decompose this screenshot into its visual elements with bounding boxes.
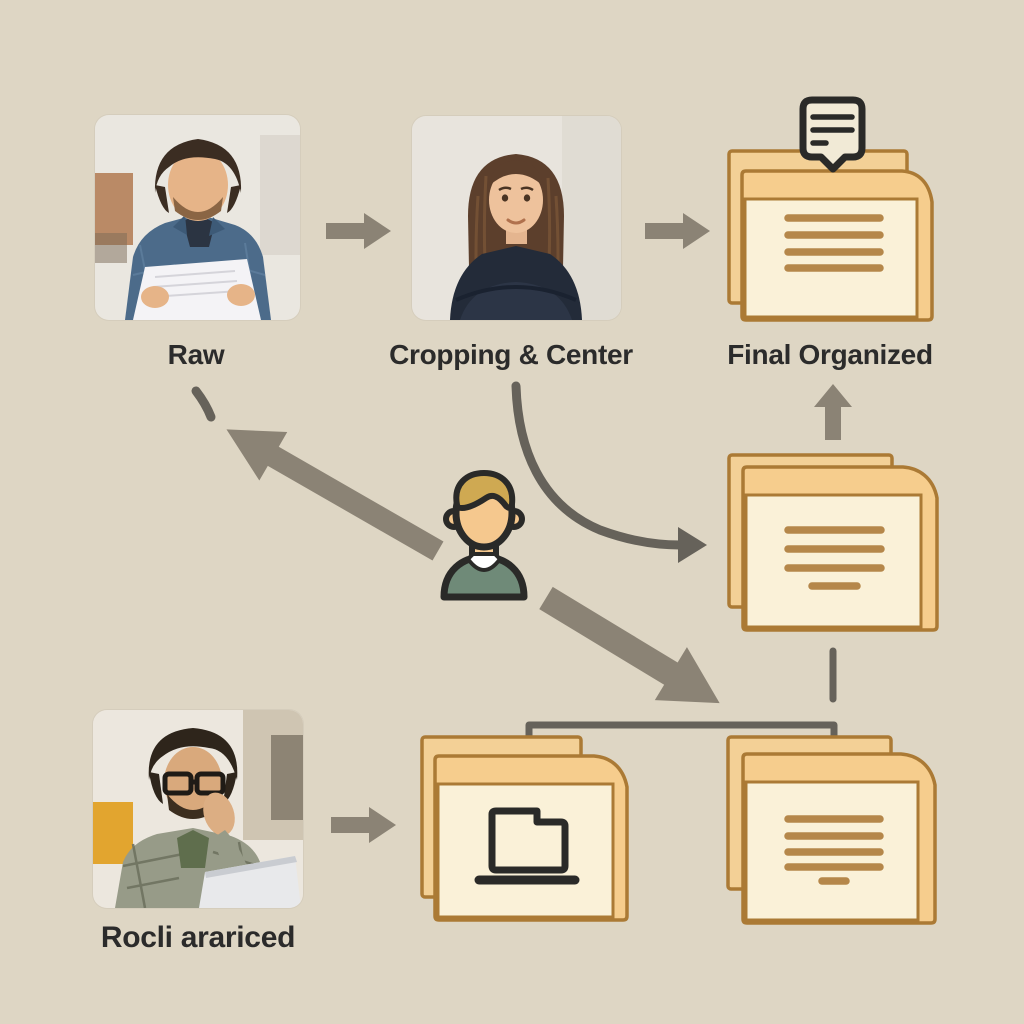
review-photo-man-glasses-laptop [93, 710, 303, 908]
person-avatar-icon [440, 470, 528, 601]
laptop-folder-stack [420, 735, 629, 922]
raw-photo-man-reading-paper [95, 115, 300, 320]
arrow-right-bottom [331, 807, 396, 843]
arrow-right-top-1 [326, 213, 391, 249]
arrow-right-top-2 [645, 213, 710, 249]
notes-folder-stack [726, 735, 937, 925]
intermediate-stack [727, 453, 939, 632]
folder-text-lines [784, 526, 885, 590]
bracket-connector [525, 721, 838, 742]
curved-arrow [511, 381, 707, 563]
note-document-icon [799, 96, 866, 173]
folder-text-lines [784, 815, 884, 885]
final-organized-stack [727, 96, 934, 322]
cropping-photo-woman-portrait [412, 116, 621, 320]
thick-arrow-up-left [226, 429, 444, 561]
arrow-up [814, 384, 852, 440]
curve-stub [191, 386, 216, 422]
label-cropping-center: Cropping & Center [389, 339, 633, 370]
label-review: Rocli arariced [100, 921, 296, 954]
laptop-icon [474, 807, 580, 885]
label-raw: Raw [167, 339, 225, 370]
label-final-organized: Final Organized [727, 339, 933, 370]
thick-arrow-down-right [539, 586, 720, 704]
folder-text-lines [784, 214, 884, 272]
